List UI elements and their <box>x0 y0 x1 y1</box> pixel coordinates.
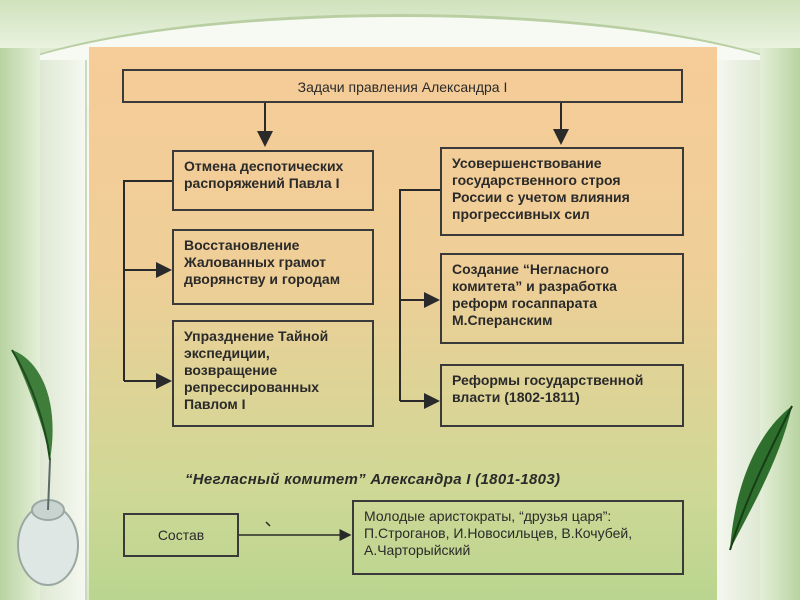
diagram-title: Задачи правления Александра I <box>297 79 508 95</box>
left-box-2: Восстановление Жалованных грамот дворянс… <box>172 229 374 305</box>
composition-label: Состав <box>157 527 205 543</box>
left-box-1: Отмена деспотических распоряжений Павла … <box>172 150 374 211</box>
quill-feather-icon <box>729 405 793 551</box>
right-bracket <box>399 189 440 401</box>
right-box-1: Усовершенствование государственного стро… <box>440 147 684 236</box>
composition-members: Молодые аристократы, “друзья царя”: П.Ст… <box>364 508 633 558</box>
right-box-3-text: Реформы государственной власти (1802-181… <box>452 372 644 405</box>
right-box-1-text: Усовершенствование государственного стро… <box>452 155 630 222</box>
arrow-tick <box>265 521 271 527</box>
quill-inkwell-icon <box>11 349 79 586</box>
left-box-2-text: Восстановление Жалованных грамот дворянс… <box>184 237 341 287</box>
committee-caption: “Негласный комитет” Александра I (1801-1… <box>185 471 561 488</box>
left-box-3-text: Упразднение Тайной экспедиции, возвращен… <box>184 328 329 412</box>
diagram-panel <box>89 47 717 600</box>
left-box-1-text: Отмена деспотических распоряжений Павла … <box>184 158 344 191</box>
right-box-3: Реформы государственной власти (1802-181… <box>440 364 684 427</box>
composition-members-box: Молодые аристократы, “друзья царя”: П.Ст… <box>352 500 684 575</box>
left-bracket <box>123 180 172 381</box>
diagram-title-box: Задачи правления Александра I <box>122 69 683 103</box>
right-box-2-text: Создание “Негласного комитета” и разрабо… <box>452 261 617 328</box>
right-box-2: Создание “Негласного комитета” и разрабо… <box>440 253 684 344</box>
slide-right-strip <box>760 48 800 600</box>
left-box-3: Упразднение Тайной экспедиции, возвращен… <box>172 320 374 427</box>
composition-label-box: Состав <box>123 513 239 557</box>
